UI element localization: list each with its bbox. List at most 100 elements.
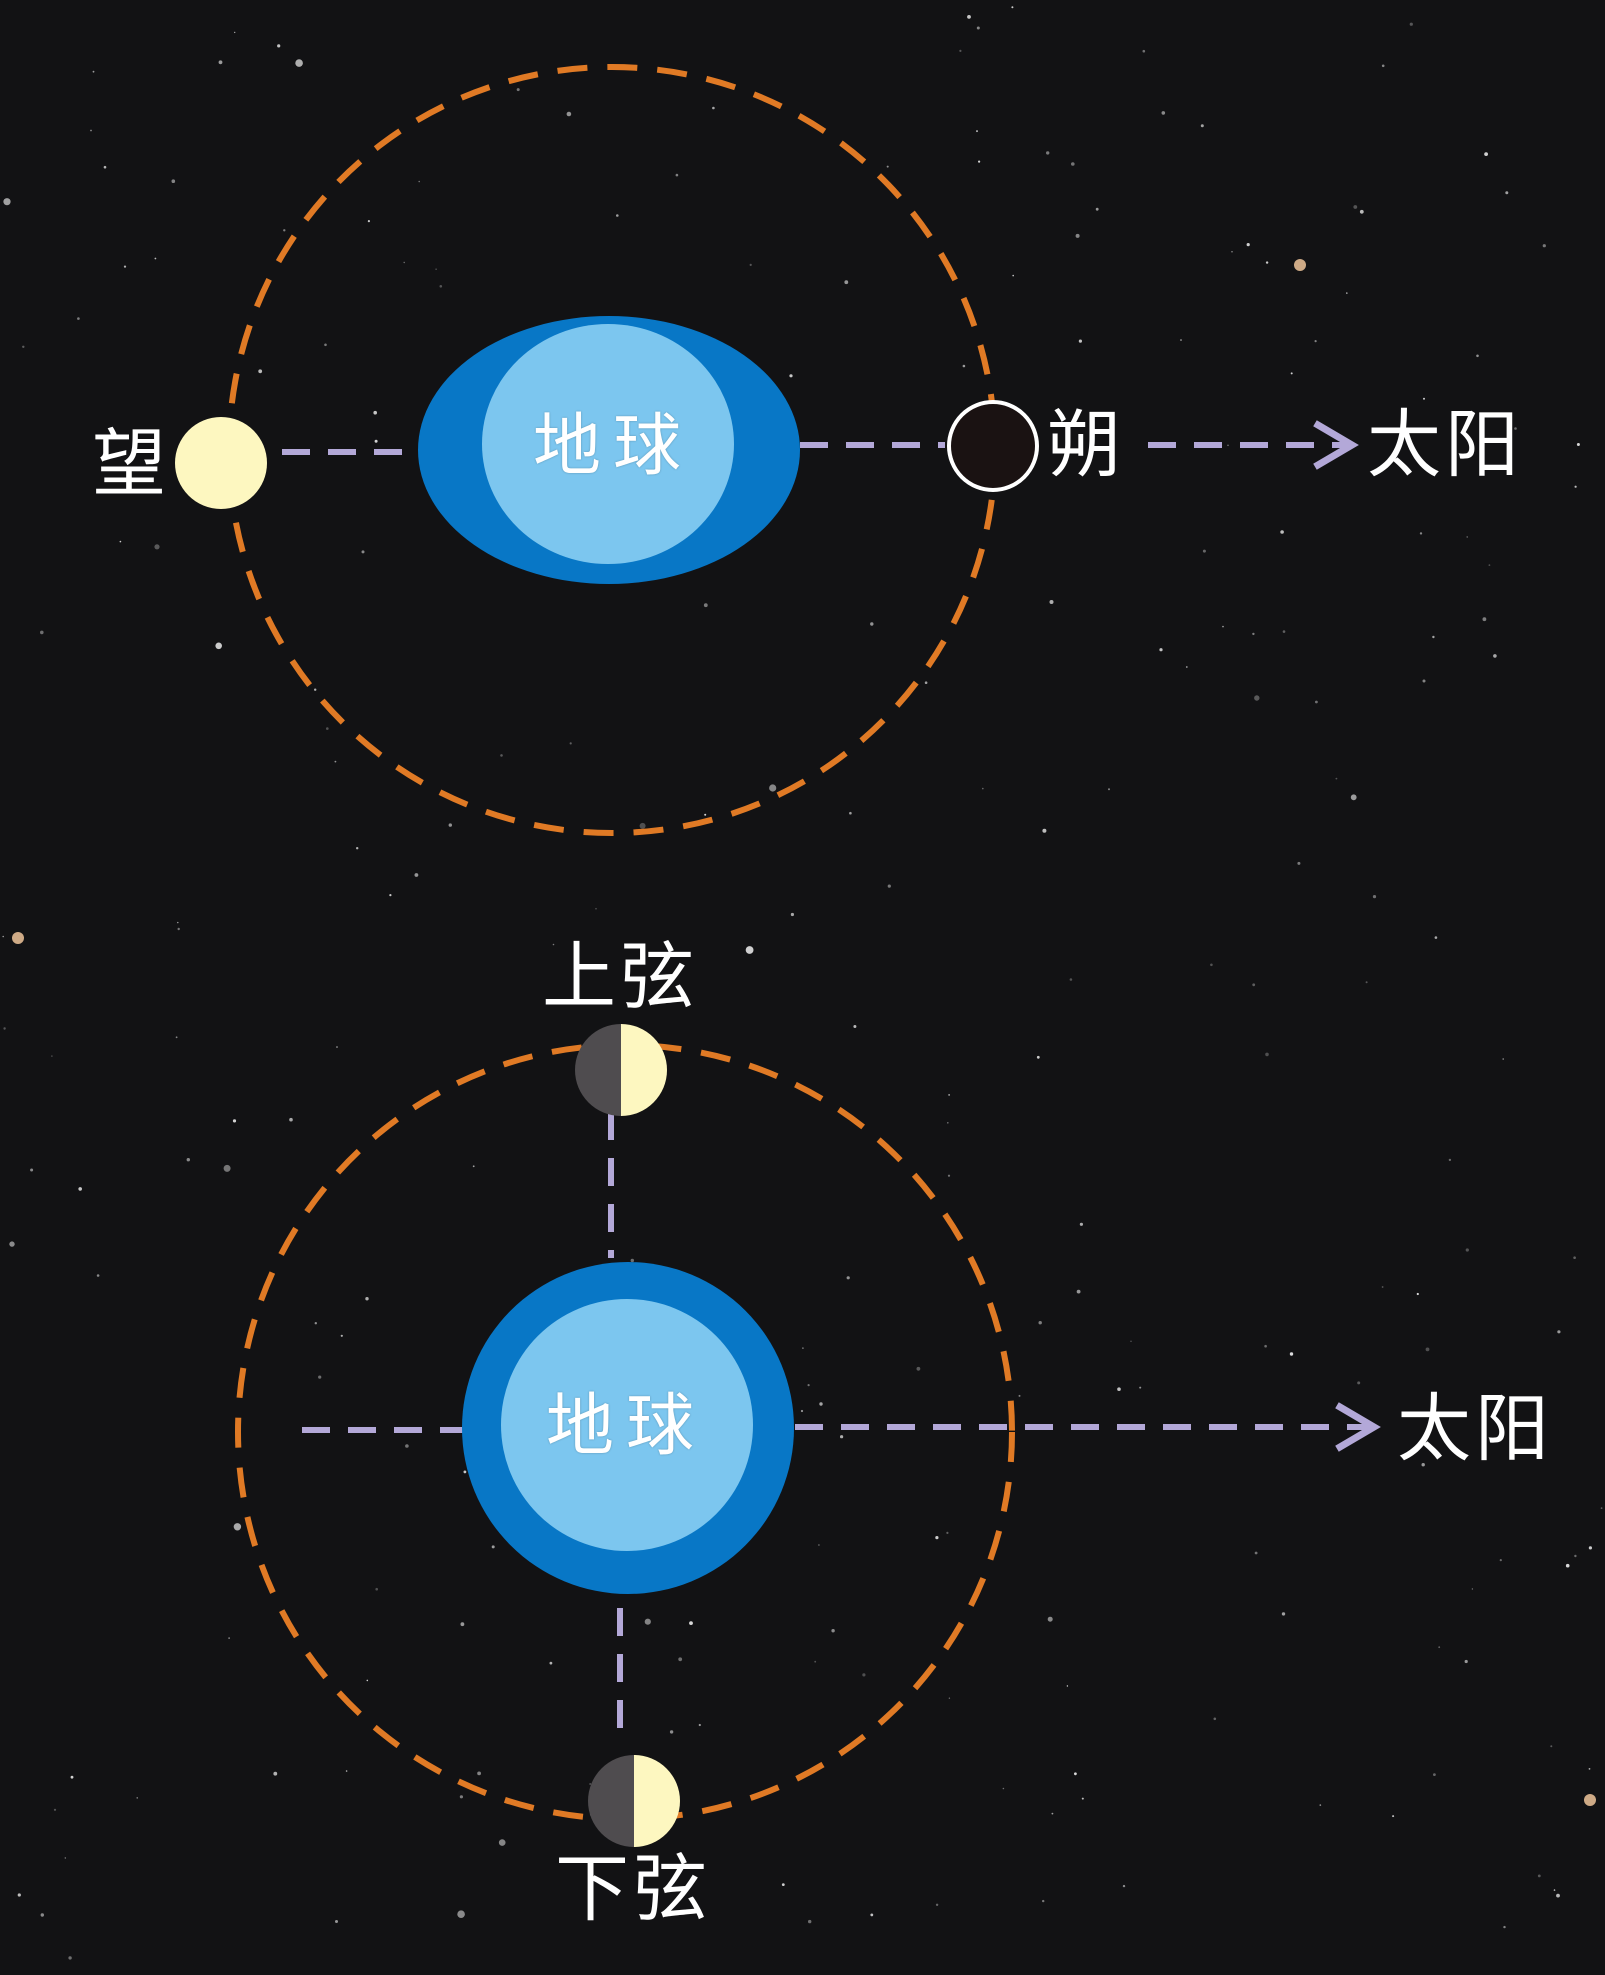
- star: [631, 1259, 634, 1262]
- star: [887, 166, 889, 168]
- star: [769, 784, 776, 791]
- star: [977, 27, 980, 30]
- star: [65, 1857, 66, 1858]
- star: [435, 269, 436, 270]
- star: [54, 1809, 56, 1811]
- star: [1435, 936, 1438, 939]
- star: [1076, 234, 1080, 238]
- star: [1290, 1352, 1293, 1355]
- star: [1117, 1387, 1121, 1391]
- star: [849, 812, 852, 815]
- star: [847, 1276, 850, 1279]
- star: [1315, 701, 1318, 704]
- star: [1012, 275, 1014, 277]
- star: [365, 1297, 368, 1300]
- star: [176, 1036, 178, 1038]
- star: [22, 346, 24, 348]
- star: [567, 112, 572, 117]
- star: [335, 761, 337, 763]
- star: [949, 1698, 950, 1699]
- star: [415, 873, 419, 877]
- full-moon-icon: [175, 417, 267, 509]
- top-sun-label: 太阳: [1367, 408, 1523, 482]
- star: [499, 1839, 506, 1846]
- star: [1426, 1348, 1430, 1352]
- star: [77, 317, 80, 320]
- star: [801, 1410, 803, 1412]
- star: [1042, 1900, 1044, 1902]
- star: [976, 130, 978, 132]
- star: [318, 1376, 321, 1379]
- star: [1139, 1387, 1141, 1389]
- star: [457, 1910, 465, 1918]
- star: [1019, 1395, 1021, 1397]
- star: [405, 1444, 409, 1448]
- star: [233, 1119, 236, 1122]
- star: [1423, 680, 1426, 683]
- star: [917, 1367, 921, 1371]
- star: [1575, 486, 1577, 488]
- star: [1077, 1290, 1081, 1294]
- star: [234, 1523, 241, 1530]
- star: [228, 1637, 229, 1638]
- star: [978, 161, 980, 163]
- star: [1050, 600, 1054, 604]
- star: [517, 88, 520, 91]
- star: [689, 1621, 693, 1625]
- star: [676, 174, 679, 177]
- star: [1130, 1341, 1131, 1342]
- star: [418, 181, 420, 183]
- star: [1505, 191, 1508, 194]
- star: [362, 550, 365, 553]
- star: [440, 285, 443, 288]
- star: [1417, 1293, 1419, 1295]
- star: [1550, 1745, 1552, 1747]
- star: [1382, 1286, 1384, 1288]
- star: [389, 894, 391, 896]
- star: [1255, 1552, 1258, 1555]
- star: [1543, 244, 1546, 247]
- star: [375, 440, 378, 443]
- star: [1186, 666, 1188, 668]
- star: [862, 1673, 865, 1676]
- star: [346, 1770, 348, 1772]
- star: [375, 1588, 378, 1591]
- star: [808, 1920, 811, 1923]
- new-moon-icon: [949, 402, 1037, 490]
- star: [258, 369, 262, 373]
- star: [1420, 532, 1422, 534]
- star: [219, 60, 223, 64]
- star: [789, 374, 792, 377]
- star: [1162, 111, 1166, 115]
- star: [1210, 964, 1213, 967]
- star: [1353, 205, 1357, 209]
- star: [640, 823, 646, 829]
- star: [492, 1545, 495, 1548]
- star: [18, 1893, 21, 1896]
- star: [1222, 626, 1224, 628]
- star: [1294, 259, 1306, 271]
- star: [616, 214, 619, 217]
- star: [1203, 550, 1206, 553]
- star: [1108, 788, 1110, 790]
- star: [750, 264, 752, 266]
- star: [959, 50, 961, 52]
- star: [90, 130, 92, 132]
- star: [595, 908, 597, 910]
- star: [473, 1165, 475, 1167]
- star: [844, 280, 848, 284]
- star: [368, 220, 370, 222]
- star: [1366, 981, 1368, 983]
- star: [326, 727, 329, 730]
- star: [1252, 983, 1255, 986]
- star: [1465, 1660, 1468, 1663]
- star: [172, 179, 176, 183]
- star: [1433, 1773, 1436, 1776]
- star: [1351, 794, 1357, 800]
- star: [1074, 1772, 1077, 1775]
- first-quarter-label: 上弦: [542, 940, 698, 1014]
- star: [1574, 1555, 1576, 1557]
- star: [1042, 829, 1046, 833]
